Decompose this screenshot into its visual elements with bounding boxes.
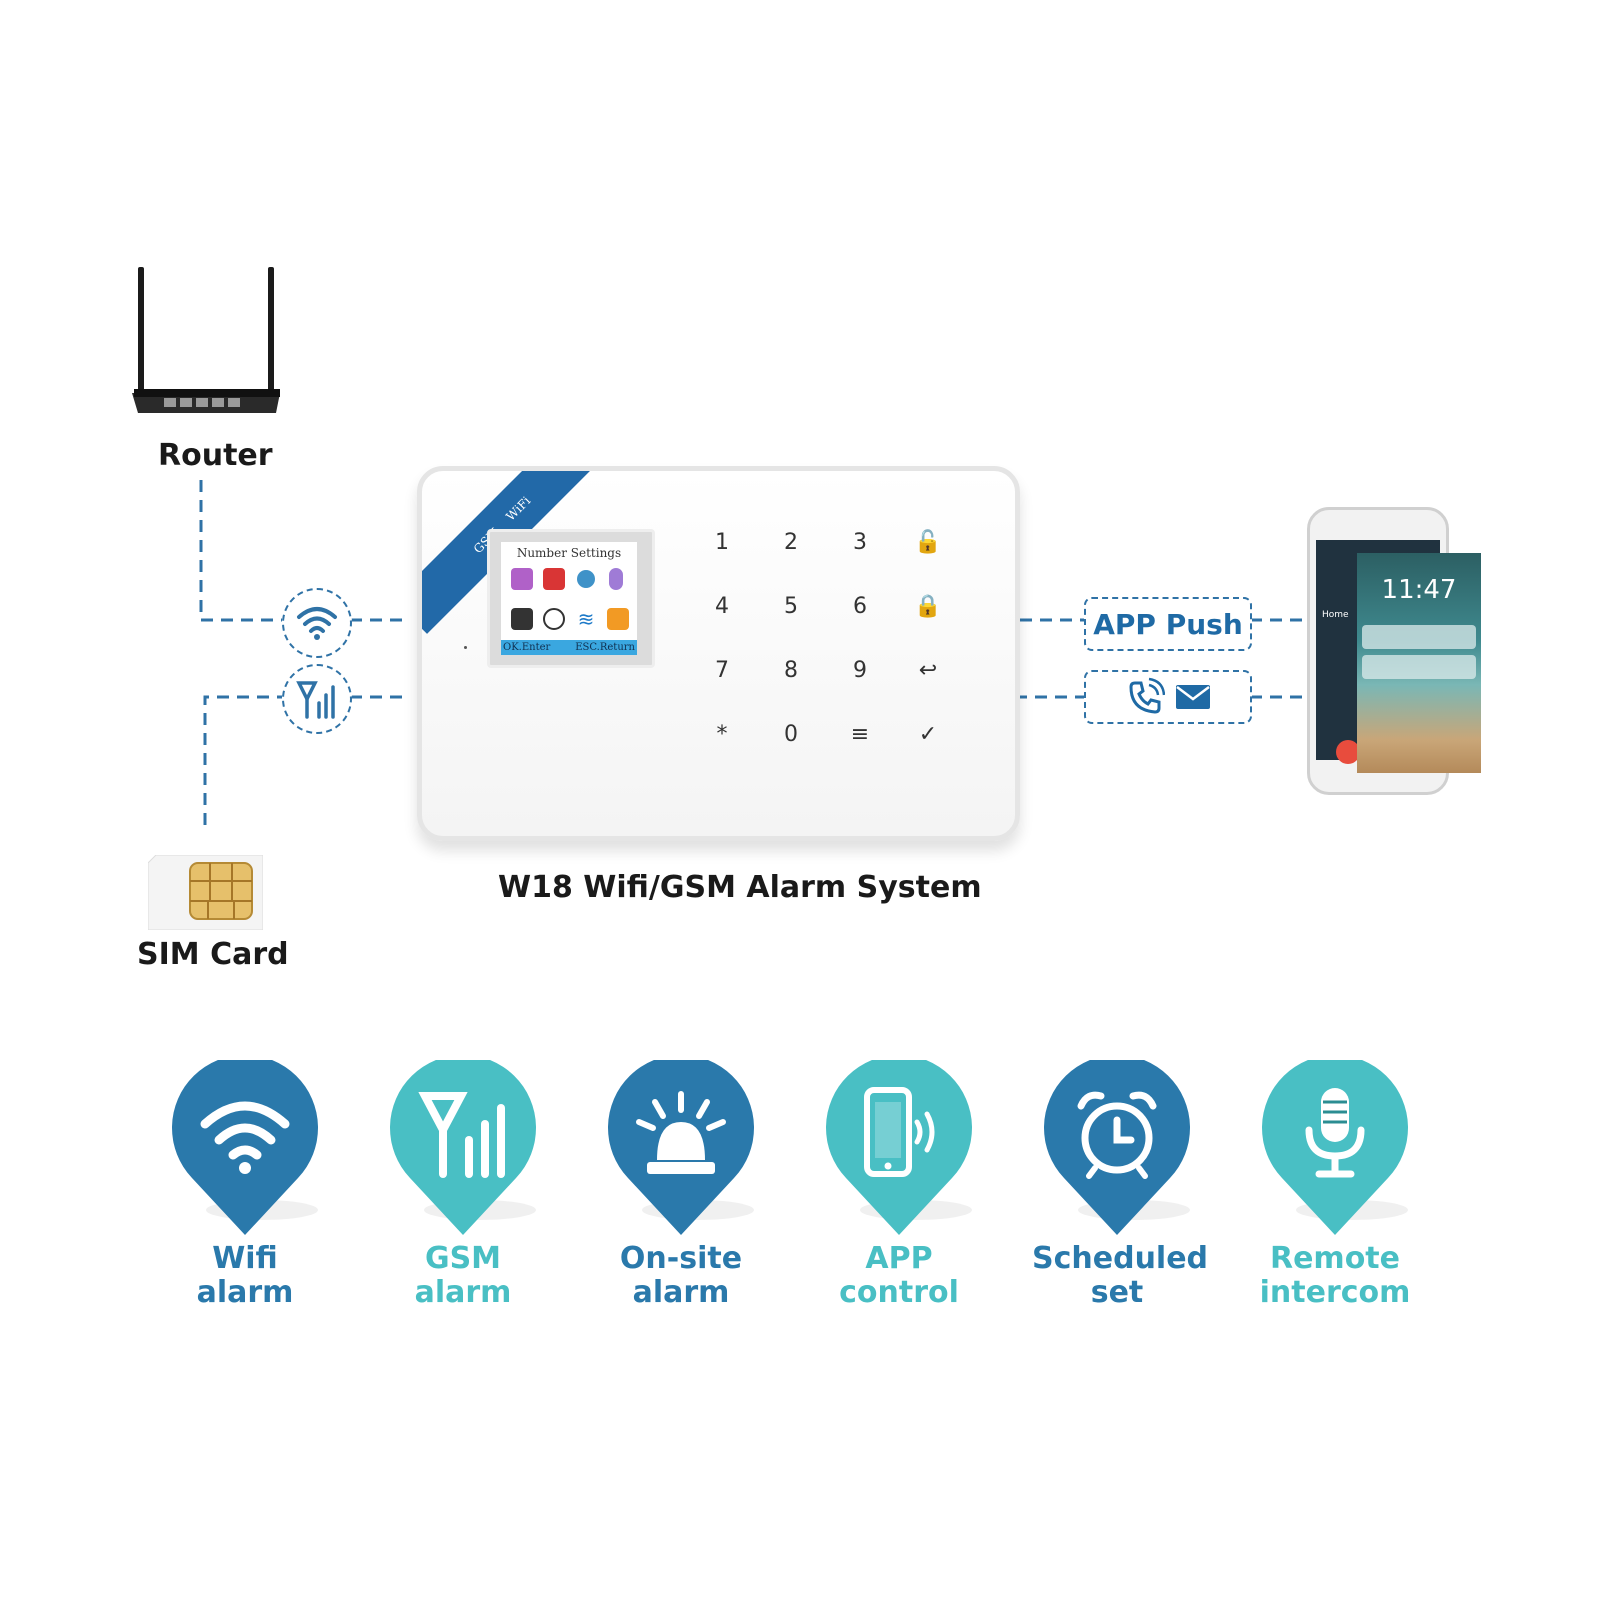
settings-icon: [607, 608, 629, 630]
screen-ok-hint: OK.Enter: [503, 642, 551, 653]
clock-icon: [543, 608, 565, 630]
alarm-panel: GSM WiFi Number Settings ≋ OK.Enter ESC.…: [417, 466, 1020, 841]
panel-display: Number Settings ≋ OK.Enter ESC.Return: [487, 529, 655, 668]
feature-pin: [826, 1060, 972, 1240]
gear-icon: [577, 570, 595, 588]
keypad-key[interactable]: ≡: [850, 722, 870, 747]
sim-card-label: SIM Card: [137, 937, 289, 972]
notification-2: [1362, 655, 1476, 679]
feature-label-line2: control: [839, 1275, 959, 1310]
keypad-key[interactable]: ↩: [918, 658, 938, 683]
app-push-box: APP Push: [1084, 597, 1252, 651]
envelope-icon: [1176, 685, 1210, 709]
lock-screen-overlay: 11:47: [1357, 553, 1481, 773]
keypad-key[interactable]: 3: [853, 530, 867, 555]
keypad-key[interactable]: 1: [715, 530, 729, 555]
feature-label-line1: Scheduled: [1032, 1241, 1209, 1276]
panel-title: W18 Wifi/GSM Alarm System: [498, 870, 982, 905]
smartphone-icon: [864, 1087, 935, 1177]
screen-title: Number Settings: [516, 546, 622, 560]
feature-label-line1: GSM: [424, 1241, 502, 1276]
keypad-key[interactable]: 4: [715, 594, 729, 619]
feature-pin: [1044, 1060, 1190, 1240]
signal-antenna-icon: [296, 681, 335, 719]
keypad-key[interactable]: 7: [715, 658, 729, 683]
feature-label-line1: APP: [865, 1241, 933, 1276]
gift-icon: [543, 568, 565, 590]
decline-call-button: [1336, 740, 1360, 764]
microphone-icon: [609, 568, 623, 590]
feature-label-line1: Wifi: [212, 1241, 278, 1276]
feature-label-line1: On-site: [619, 1241, 743, 1276]
phone-call-icon: [1129, 677, 1165, 714]
keypad-key[interactable]: 9: [853, 658, 867, 683]
wifi-icon: [297, 607, 337, 640]
lock-screen-clock: 11:47: [1381, 575, 1457, 605]
wifi-connection-node: [282, 588, 352, 658]
feature-label-line2: set: [1090, 1275, 1144, 1310]
keypad-key[interactable]: 5: [784, 594, 798, 619]
feature-label-line2: alarm: [632, 1275, 730, 1310]
keypad-key[interactable]: 🔒: [914, 594, 942, 619]
keypad-key[interactable]: 8: [784, 658, 798, 683]
screen-footer: OK.Enter ESC.Return: [501, 640, 637, 655]
call-sms-box: [1084, 670, 1252, 724]
gsm-connection-node: [282, 664, 352, 734]
feature-pin: [390, 1060, 536, 1240]
feature-label-line2: alarm: [196, 1275, 294, 1310]
ribbon-wifi-text: WiFi: [503, 493, 534, 524]
keypad-key[interactable]: *: [716, 722, 728, 747]
feature-pin: [1262, 1060, 1408, 1240]
feature-label-line2: alarm: [414, 1275, 512, 1310]
keypad-key[interactable]: 6: [853, 594, 867, 619]
feature-pin: [608, 1060, 754, 1240]
router-label: Router: [158, 438, 273, 473]
notification-1: [1362, 625, 1476, 649]
phonebook-icon: [511, 568, 533, 590]
camera-icon: [511, 608, 533, 630]
keypad-key[interactable]: 🔓: [914, 530, 942, 555]
microphone-icon: [1305, 1088, 1365, 1178]
wifi-icon: [200, 1101, 290, 1174]
keypad-key[interactable]: 0: [784, 722, 798, 747]
status-led: [464, 646, 467, 649]
keypad-key[interactable]: ✓: [918, 722, 938, 747]
phone-home-text: Home: [1322, 610, 1349, 620]
wifi-icon: ≋: [575, 608, 597, 630]
signal-antenna-icon: [418, 1092, 505, 1178]
screen-esc-hint: ESC.Return: [575, 642, 635, 653]
feature-label-line2: intercom: [1259, 1275, 1411, 1310]
sim-card-image: [147, 854, 264, 931]
router-image: [130, 265, 290, 425]
feature-pin: [172, 1060, 318, 1240]
siren-icon: [636, 1091, 726, 1174]
feature-label-line1: Remote: [1269, 1241, 1400, 1276]
keypad-key[interactable]: 2: [784, 530, 798, 555]
alarm-clock-icon: [1077, 1091, 1157, 1179]
